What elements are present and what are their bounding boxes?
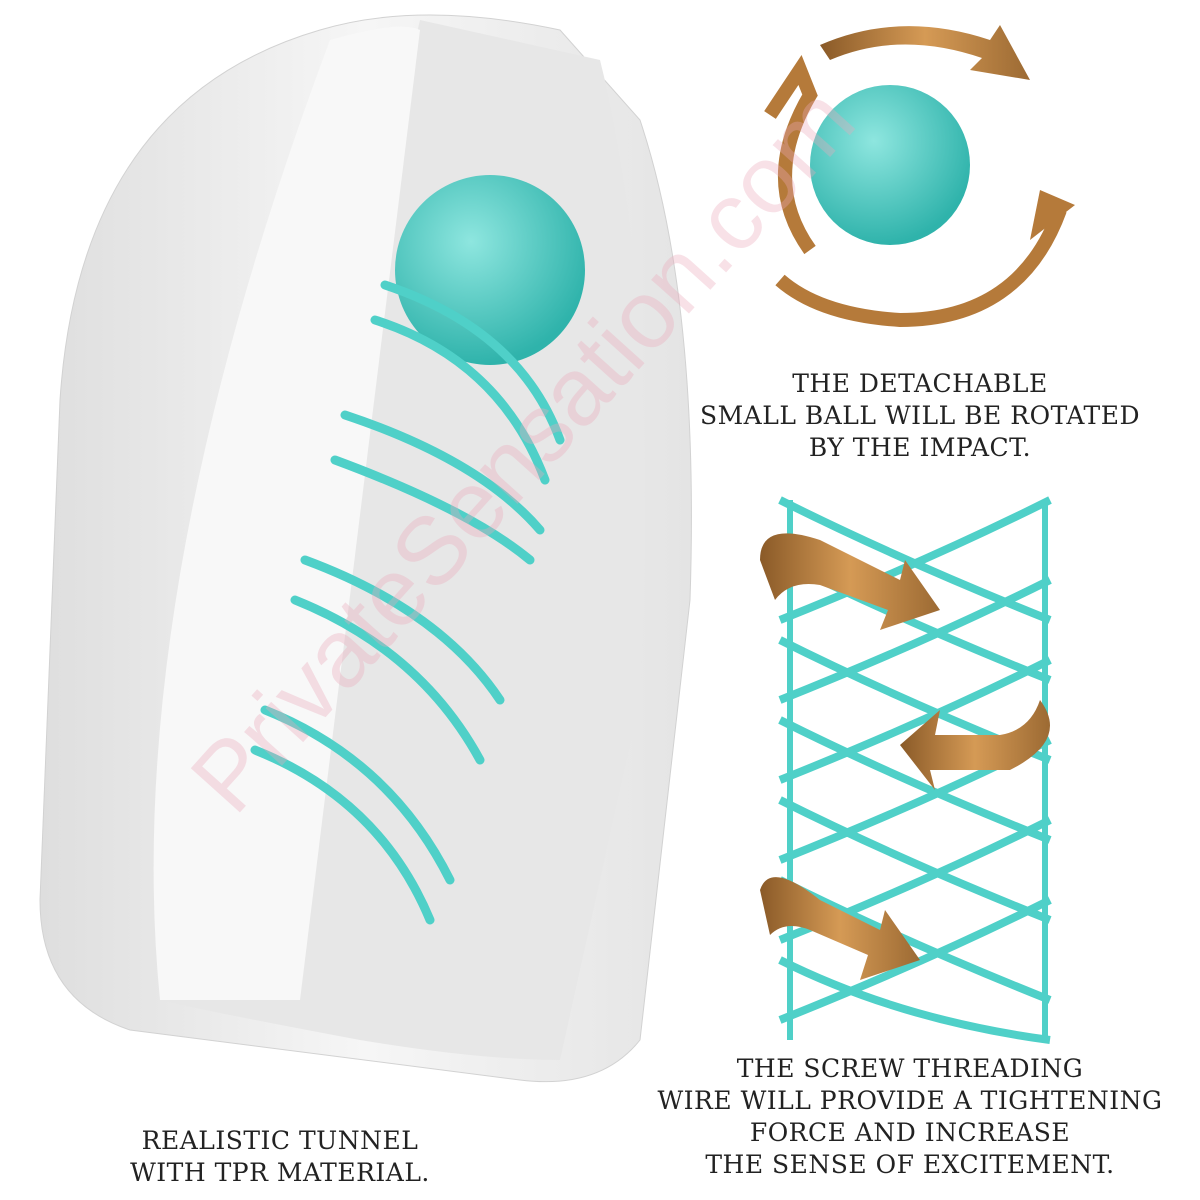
- caption-line: THE DETACHABLE: [792, 369, 1048, 398]
- ball-caption: THE DETACHABLE SMALL BALL WILL BE ROTATE…: [640, 368, 1200, 464]
- caption-line: REALISTIC TUNNEL: [141, 1126, 419, 1155]
- caption-line: THE SENSE OF EXCITEMENT.: [705, 1150, 1115, 1179]
- wire-caption: THE SCREW THREADING WIRE WILL PROVIDE A …: [620, 1053, 1200, 1181]
- caption-line: WIRE WILL PROVIDE A TIGHTENING: [657, 1086, 1163, 1115]
- tunnel-caption: REALISTIC TUNNEL WITH TPR MATERIAL.: [60, 1125, 500, 1189]
- rotate-arrow-icon: [775, 207, 1067, 328]
- caption-line: FORCE AND INCREASE: [749, 1118, 1071, 1147]
- caption-line: WITH TPR MATERIAL.: [130, 1158, 430, 1187]
- detachable-ball: [395, 175, 585, 365]
- tunnel-wires: [250, 280, 565, 925]
- twist-arrow-icon: [760, 533, 1050, 980]
- caption-line: THE SCREW THREADING: [736, 1054, 1084, 1083]
- caption-line: BY THE IMPACT.: [808, 433, 1032, 462]
- caption-line: SMALL BALL WILL BE ROTATED: [699, 401, 1141, 430]
- rotating-ball: [764, 25, 1075, 328]
- rotate-arrow-icon: [820, 25, 1030, 80]
